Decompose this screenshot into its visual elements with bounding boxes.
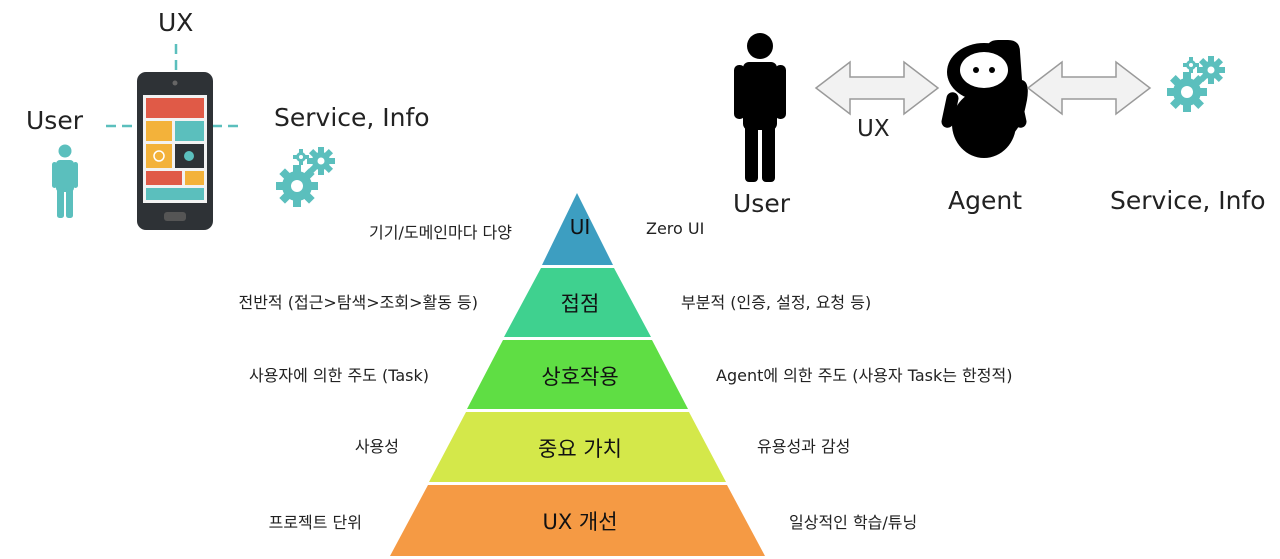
pyramid-layer-ui [542,193,613,265]
pyramid-label-touchpoint: 접점 [560,292,600,316]
person-icon [52,144,78,218]
left-desc-improvement: 프로젝트 단위 [268,513,362,532]
left-ux-label: UX [158,8,194,37]
left-desc-ui: 기기/도메인마다 다양 [369,223,512,242]
right-agent-label: Agent [948,186,1022,215]
dashed-connector [106,44,244,128]
left-desc-value: 사용성 [354,437,399,456]
gears-icon [1167,56,1225,112]
left-service-label: Service, Info [274,103,430,132]
pyramid-layer-interaction [467,340,688,409]
right-desc-improvement: 일상적인 학습/튜닝 [789,513,918,532]
right-desc-interaction: Agent에 의한 주도 (사용자 Task는 한정적) [716,366,1013,385]
smartphone-icon [137,72,213,230]
left-diagram-graphics [52,44,335,230]
double-arrow-icon [1026,60,1152,116]
robot-icon [941,40,1028,158]
right-ux-label: UX [857,116,890,142]
right-desc-touchpoint: 부분적 (인증, 설정, 요청 등) [681,293,872,312]
pyramid-layer-value [429,412,726,482]
pyramid-label-ui: UI [569,215,591,239]
right-diagram-graphics [734,33,1225,182]
left-desc-interaction: 사용자에 의한 주도 (Task) [248,366,429,385]
pyramid-layer-improvement [390,485,765,556]
gears-icon [276,147,335,207]
pyramid-label-improvement: UX 개선 [542,510,618,534]
person-icon [734,33,786,182]
right-user-label: User [733,189,790,218]
double-arrow-icon [814,60,940,116]
pyramid-label-interaction: 상호작용 [541,365,619,389]
left-user-label: User [26,106,83,135]
pyramid-layer-touchpoint [504,268,651,337]
right-desc-ui: Zero UI [646,219,705,238]
pyramid-label-value: 중요 가치 [538,437,622,461]
right-desc-value: 유용성과 감성 [757,437,851,456]
right-service-label: Service, Info [1110,186,1266,215]
left-desc-touchpoint: 전반적 (접근>탐색>조회>활동 등) [238,293,478,312]
